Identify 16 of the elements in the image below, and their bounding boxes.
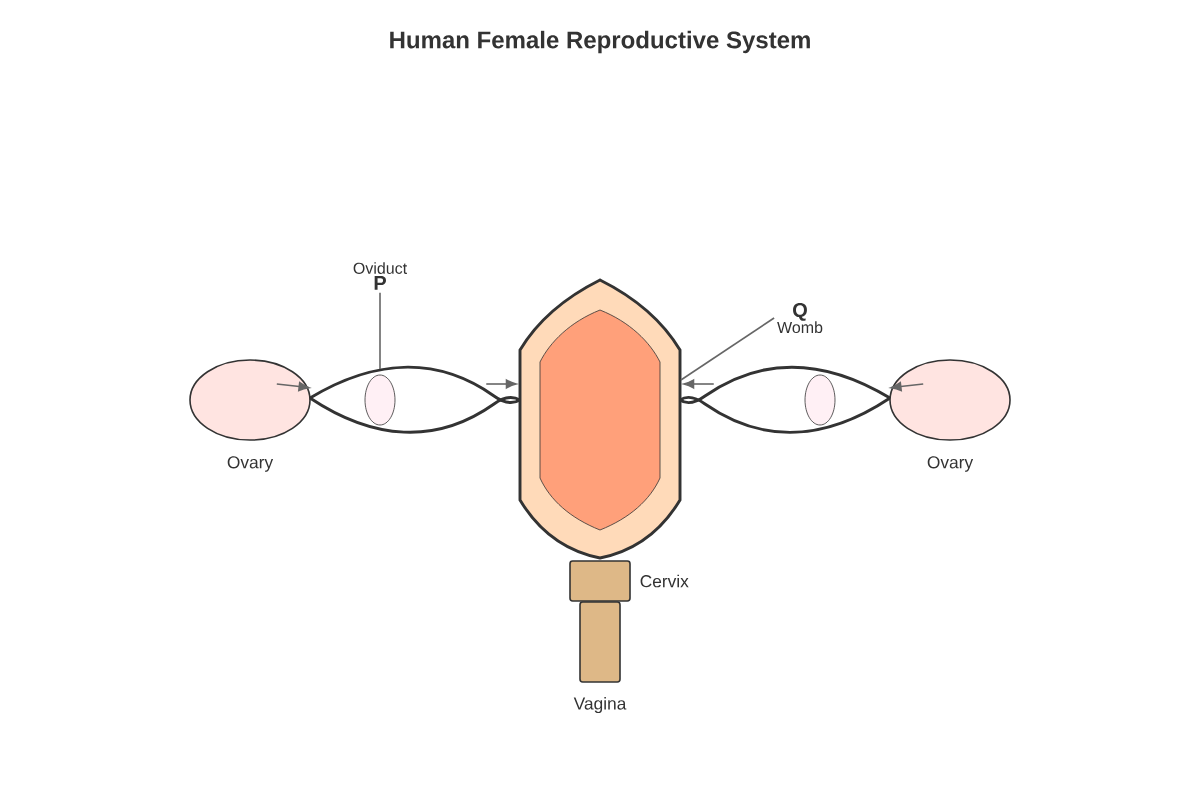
organ-label: Ovary: [927, 456, 974, 472]
leader-line: [379, 291, 381, 370]
uterus-drawing: [518, 278, 682, 560]
callout-label: Q Womb: [777, 302, 823, 334]
leader-line: [680, 317, 775, 381]
arrow: [890, 381, 924, 392]
callout-label: Oviduct P: [353, 262, 407, 290]
oviduct-drawing: [679, 365, 891, 434]
organ-label: Cervix: [640, 574, 689, 588]
arrow: [276, 381, 310, 392]
arrow: [485, 379, 517, 389]
organ-label: Ovary: [227, 456, 274, 472]
oviduct-drawing: [309, 365, 521, 434]
arrow: [683, 379, 715, 389]
title: Human Female Reproductive System: [390, 30, 810, 54]
organ-label: Vagina: [573, 696, 627, 714]
